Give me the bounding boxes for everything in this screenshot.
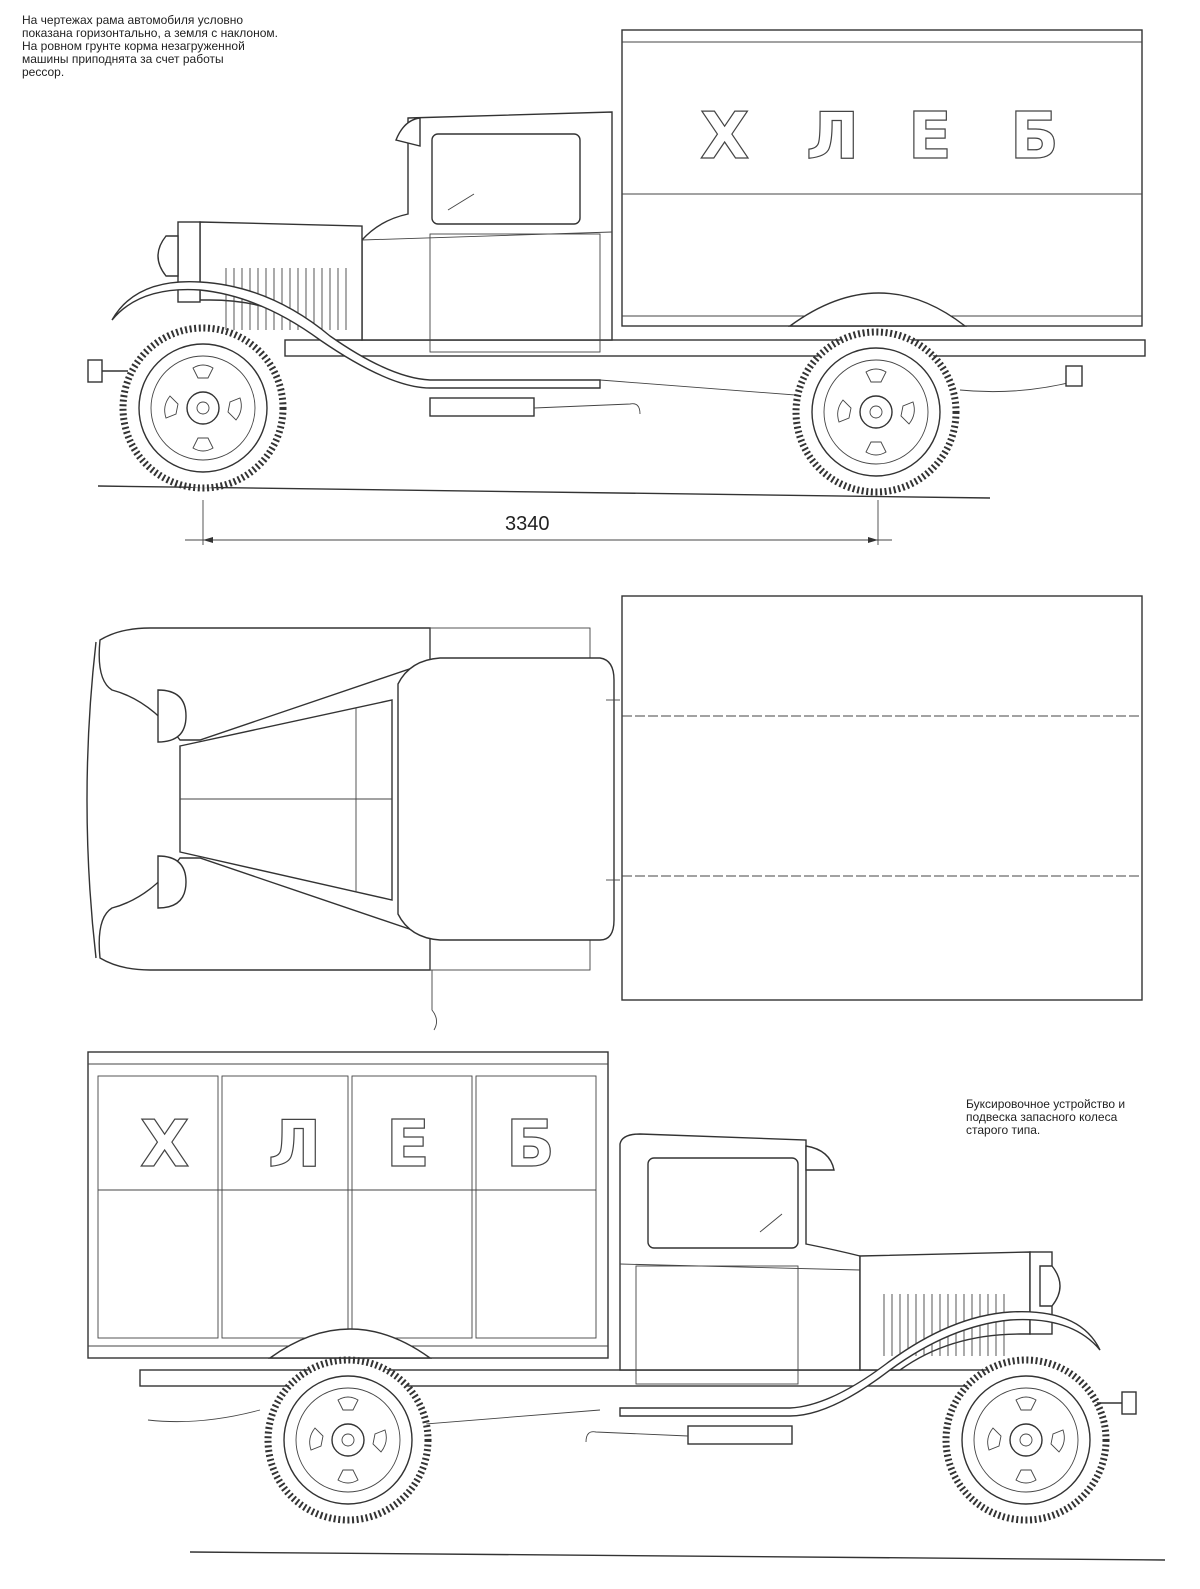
rear-fender-right <box>267 1328 433 1359</box>
front-wheel-right <box>942 1356 1110 1524</box>
front-wheel-side <box>119 324 287 492</box>
van-roof-top <box>621 595 1143 1001</box>
wheelbase-label: 3340 <box>505 513 550 535</box>
van-box-side <box>621 29 1143 327</box>
tow-hook <box>1065 365 1083 387</box>
headlamp-top-left <box>157 689 187 743</box>
van-letter: Л <box>806 100 859 174</box>
cab-visor <box>805 1145 835 1171</box>
tow-cable <box>431 970 437 1031</box>
cab-window <box>647 1157 799 1249</box>
steering-wheel <box>447 193 475 211</box>
van-door-panel <box>475 1075 597 1339</box>
van-letter: Е <box>908 100 952 174</box>
van-letter: Е <box>386 1108 430 1182</box>
top-view <box>86 595 1143 1031</box>
rear-wheel-right <box>264 1356 432 1524</box>
rear-fender-side <box>787 292 968 327</box>
hood-top <box>179 699 393 901</box>
front-fender-side <box>619 1310 1101 1417</box>
cab-door <box>429 233 601 353</box>
rear-spring <box>147 1409 261 1423</box>
headlamp-side <box>157 235 179 277</box>
side-view-right: Х Л Е Б <box>87 1051 1166 1561</box>
van-letter: Б <box>506 1108 555 1182</box>
front-fender-side <box>111 280 601 389</box>
headlamp-top-right <box>157 855 187 909</box>
wheelbase-dimension <box>185 500 892 545</box>
van-door-panel <box>351 1075 473 1339</box>
van-door-panel <box>97 1075 219 1339</box>
headlamp-side <box>1039 1265 1061 1307</box>
van-letter: Х <box>700 100 749 174</box>
van-letter: Х <box>140 1108 189 1182</box>
ground-line-2 <box>189 1551 1166 1561</box>
cab-visor <box>395 117 421 147</box>
steering-wheel <box>759 1213 783 1233</box>
muffler <box>687 1425 793 1445</box>
cab-roof-top <box>397 657 615 941</box>
front-bumper <box>87 359 103 383</box>
cab-belt-line <box>361 231 613 241</box>
ground-line-1 <box>97 485 991 499</box>
drawing-note-frame: На чертежах рама автомобиля условно пока… <box>22 13 278 79</box>
exhaust-pipe <box>533 403 641 415</box>
muffler <box>429 397 535 417</box>
van-door-panel <box>221 1075 349 1339</box>
rear-wheel-side <box>792 328 960 496</box>
exhaust-pipe <box>585 1431 689 1443</box>
chassis-frame <box>284 339 1146 357</box>
drawing-note-towing: Буксировочное устройство и подвеска запа… <box>966 1097 1126 1137</box>
hood-side <box>859 1251 1031 1371</box>
rear-spring <box>959 379 1081 393</box>
cab-window <box>431 133 581 225</box>
van-letter: Л <box>268 1108 321 1182</box>
side-view-left: Х Л Е Б <box>87 29 1146 545</box>
cab-belt-line <box>619 1263 861 1271</box>
front-bumper <box>1121 1391 1137 1415</box>
van-letter: Б <box>1010 100 1059 174</box>
front-bumper-top <box>86 641 97 959</box>
